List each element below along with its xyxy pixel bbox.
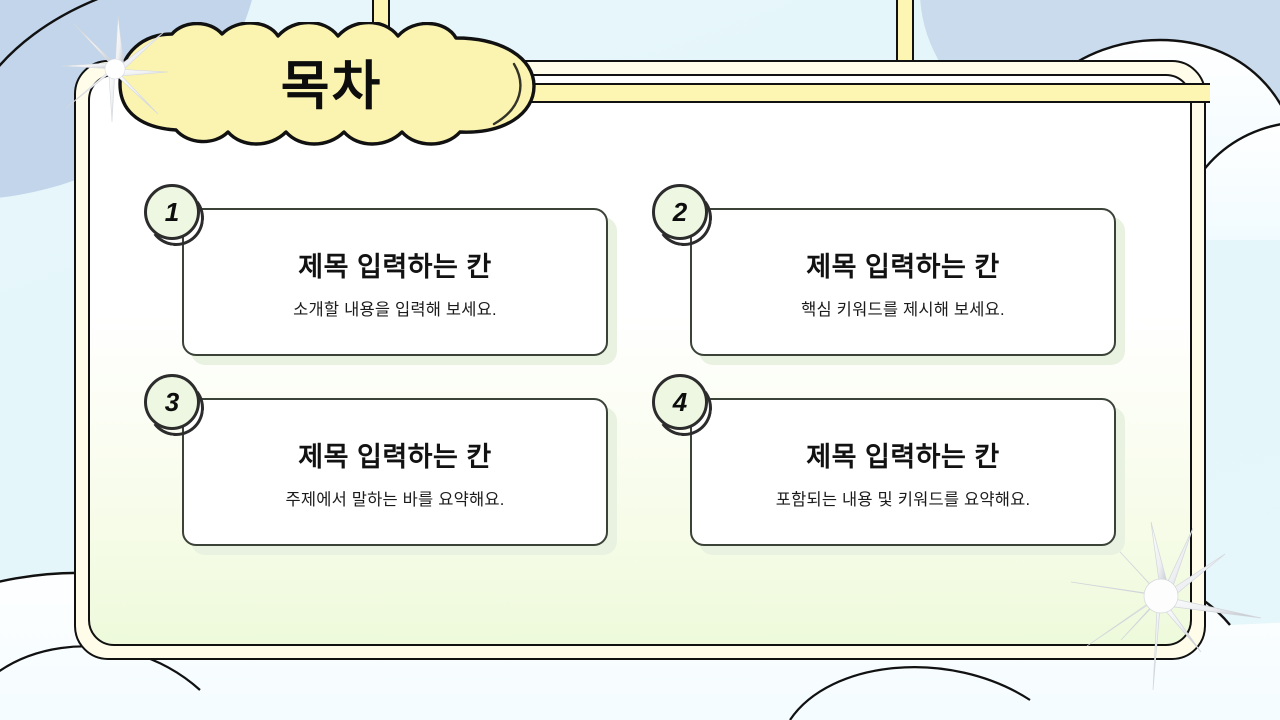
title-connector-bar [520, 83, 1210, 103]
number-badge: 3 [144, 374, 200, 430]
number-badge: 4 [652, 374, 708, 430]
card-subtitle: 포함되는 내용 및 키워드를 요약해요. [775, 490, 1031, 509]
card-title: 제목 입력하는 칸 [806, 441, 1000, 472]
card-subtitle: 핵심 키워드를 제시해 보세요. [801, 300, 1005, 319]
number-badge: 2 [652, 184, 708, 240]
card-body[interactable]: 제목 입력하는 칸 주제에서 말하는 바를 요약해요. [182, 398, 608, 546]
page-title: 목차 [280, 57, 383, 116]
card-body[interactable]: 제목 입력하는 칸 포함되는 내용 및 키워드를 요약해요. [690, 398, 1116, 546]
card-title: 제목 입력하는 칸 [298, 251, 492, 282]
number-badge: 1 [144, 184, 200, 240]
card-subtitle: 주제에서 말하는 바를 요약해요. [285, 490, 505, 509]
card-title: 제목 입력하는 칸 [806, 251, 1000, 282]
title-bubble: 목차 [110, 22, 545, 146]
card-body[interactable]: 제목 입력하는 칸 핵심 키워드를 제시해 보세요. [690, 208, 1116, 356]
card-title: 제목 입력하는 칸 [298, 441, 492, 472]
card-subtitle: 소개할 내용을 입력해 보세요. [293, 300, 497, 319]
card-body[interactable]: 제목 입력하는 칸 소개할 내용을 입력해 보세요. [182, 208, 608, 356]
